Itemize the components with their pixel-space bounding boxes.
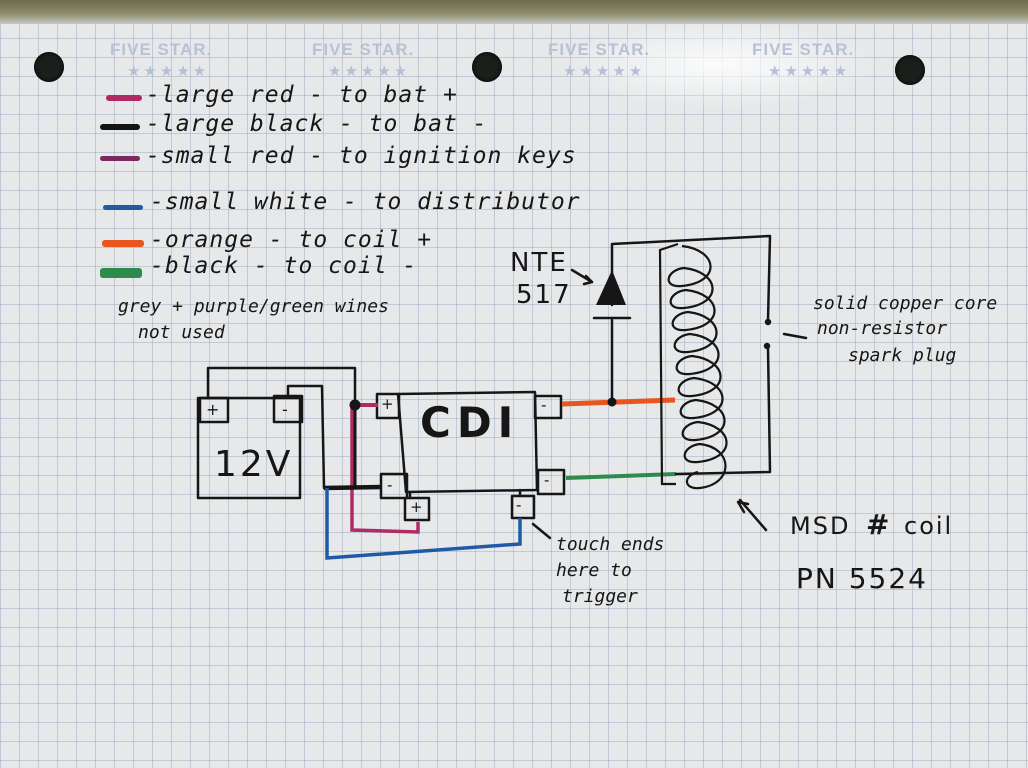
legend-swatch-orange	[102, 240, 144, 247]
legend-text-small-red: -small red - to ignition keys	[146, 143, 577, 169]
coil-type-label: coil	[904, 512, 954, 540]
legend-text-black-coil: -black - to coil -	[150, 253, 418, 279]
binder-hole-center	[472, 52, 502, 82]
cdi-trigger-terminal-label: -	[516, 496, 524, 514]
battery-pos-terminal	[198, 396, 230, 424]
cdi-label: CDI	[420, 398, 520, 447]
diode-symbol	[596, 270, 626, 305]
trigger-note-2: here to	[556, 560, 632, 581]
stars-watermark-1: ★★★★★	[127, 62, 210, 80]
legend-swatch-small-white	[103, 205, 143, 210]
legend-swatch-large-black	[100, 124, 140, 130]
brand-watermark-1: FIVE STAR.	[110, 40, 213, 59]
legend-text-large-red: -large red - to bat +	[146, 82, 458, 108]
cdi-plus-label-1: +	[381, 395, 396, 413]
binder-hole-right	[895, 55, 925, 85]
spark-plug-note-3: spark plug	[848, 345, 957, 366]
cdi-terminal-links	[408, 488, 522, 500]
coil-part-number: PN 5524	[796, 562, 928, 595]
brand-watermark-4: FIVE STAR.	[752, 40, 855, 59]
coil-note-arrowhead	[736, 500, 750, 514]
spark-plug-note-pointer	[782, 332, 808, 340]
light-glare	[560, 20, 880, 110]
trigger-note-3: trigger	[562, 586, 638, 607]
legend-swatch-small-red	[100, 156, 140, 161]
battery-neg-wire	[286, 384, 326, 490]
legend-swatch-black-coil	[100, 268, 142, 278]
coil-core-outline	[658, 242, 679, 486]
red-wire-ignition	[350, 408, 420, 534]
coil-brand-label: MSD	[790, 512, 851, 540]
cdi-minus-label-1: -	[387, 476, 395, 494]
cdi-plus-label-2: +	[410, 498, 425, 516]
battery-neg-label: -	[282, 400, 290, 419]
brand-watermark-3: FIVE STAR.	[548, 40, 651, 59]
spark-plug-note-1: solid copper core	[813, 293, 998, 314]
legend-swatch-large-red	[106, 95, 142, 101]
spark-plug-note-2: non-resistor	[817, 318, 948, 339]
coil-winding	[667, 244, 728, 490]
orange-wire-coil-plus	[561, 397, 676, 407]
diode-label-arrowhead	[582, 274, 594, 286]
cdi-plus-terminal-2	[403, 496, 431, 522]
brand-watermark-2: FIVE STAR.	[312, 40, 415, 59]
blue-wire-distributor	[325, 488, 522, 560]
trigger-note-1: touch ends	[556, 534, 665, 555]
battery-body	[196, 396, 302, 500]
cdi-minus-label-2: -	[541, 396, 549, 414]
diode-part-number: 517	[516, 280, 572, 310]
battery-voltage-label: 12V	[214, 444, 294, 485]
trigger-note-pointer	[531, 522, 552, 540]
coil-note-pointer	[738, 498, 768, 532]
unused-wires-note-2: not used	[138, 322, 225, 343]
unused-wires-note: grey + purple/green wines	[118, 296, 389, 317]
legend-text-large-black: -large black - to bat -	[146, 111, 488, 137]
binder-hole-left	[34, 52, 64, 82]
coil-scribble: #	[866, 508, 892, 541]
junction-dot-1	[349, 399, 361, 411]
legend-text-orange: -orange - to coil +	[150, 227, 433, 253]
green-wire-coil-minus	[565, 472, 677, 480]
notebook-top-edge	[0, 0, 1028, 24]
battery-pos-wire	[206, 366, 357, 404]
battery-pos-label: +	[206, 400, 222, 419]
legend-text-small-white: -small white - to distributor	[150, 189, 581, 215]
spark-plug-electrode-top	[764, 318, 772, 326]
stars-watermark-3: ★★★★★	[563, 62, 646, 80]
stars-watermark-2: ★★★★★	[328, 62, 411, 80]
stars-watermark-4: ★★★★★	[768, 62, 851, 80]
cdi-trigger-terminal	[510, 494, 536, 520]
cdi-minus-terminal-3	[536, 468, 566, 496]
spark-plug-electrode-bottom	[763, 342, 771, 350]
diode-part-label: NTE	[510, 248, 568, 278]
plug-return-wire	[674, 346, 772, 476]
cdi-minus-terminal-2	[533, 394, 563, 420]
black-wire-bat-minus	[323, 484, 383, 491]
cdi-minus-label-3: -	[544, 471, 552, 489]
